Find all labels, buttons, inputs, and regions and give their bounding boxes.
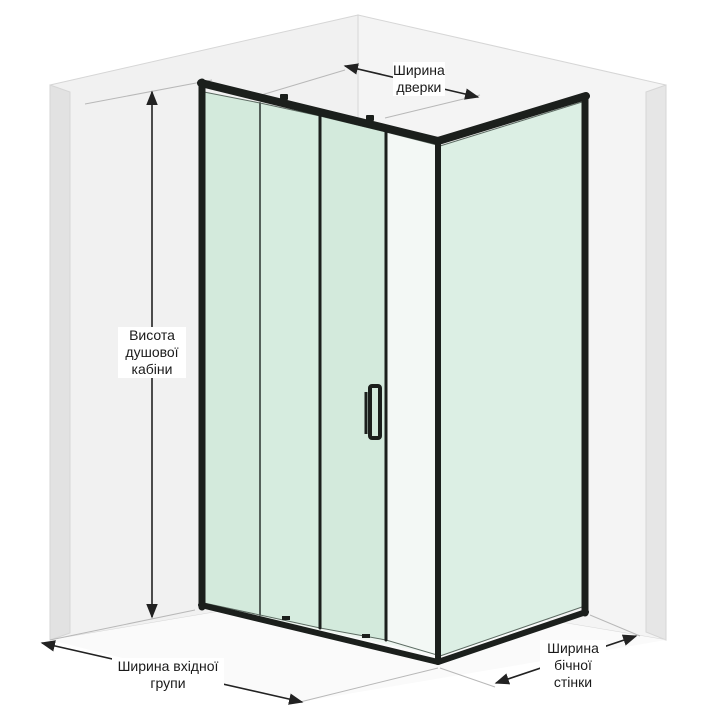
cabin-frame [197, 78, 590, 665]
cabin-height-label-line-1: Висота [129, 327, 175, 343]
side-glass-panel [439, 101, 583, 657]
back-wall-edge [645, 84, 667, 641]
door-handle-bar [368, 384, 382, 440]
left-wall-edge [49, 84, 71, 641]
bottom-guide-1 [282, 616, 290, 620]
door-width-label-line-1: Ширина [393, 62, 445, 78]
cabin-height-label: Висота душової кабіни [118, 327, 186, 378]
side-width-label-line-3: стінки [553, 674, 593, 690]
guide-bottom-side [439, 667, 496, 688]
entry-width-label-line-2: групи [150, 675, 186, 691]
roller-1 [280, 94, 288, 100]
door-handle [364, 384, 382, 440]
front-panel-1 [203, 91, 261, 616]
side-width-label-line-2: бічної [554, 657, 592, 673]
guide-bottom-right [589, 614, 641, 637]
guide-door-start [257, 69, 346, 97]
frame-side-top [434, 92, 590, 145]
frame-front-top [197, 79, 442, 145]
side-width-label: Ширина бічної стінки [540, 640, 606, 691]
side-width-label-line-1: Ширина [547, 640, 599, 656]
hardware [280, 94, 374, 638]
front-panel-2 [259, 102, 321, 629]
cabin-height-label-line-3: кабіни [131, 361, 173, 377]
door-width-label-line-2: дверки [396, 79, 442, 95]
frame-front-bottom [198, 602, 441, 665]
entry-width-label: Ширина вхідної групи [112, 658, 224, 692]
roller-2 [366, 115, 374, 121]
front-panel-3 [319, 115, 387, 641]
cabin-height-label-line-2: душової [125, 344, 179, 360]
door-width-label: Ширина дверки [393, 62, 445, 96]
bottom-guide-2 [362, 634, 370, 638]
entry-width-label-line-1: Ширина вхідної [117, 658, 219, 674]
front-panel-4 [385, 131, 438, 656]
guide-bottom-front [299, 667, 439, 703]
guide-bottom-left [49, 609, 196, 641]
